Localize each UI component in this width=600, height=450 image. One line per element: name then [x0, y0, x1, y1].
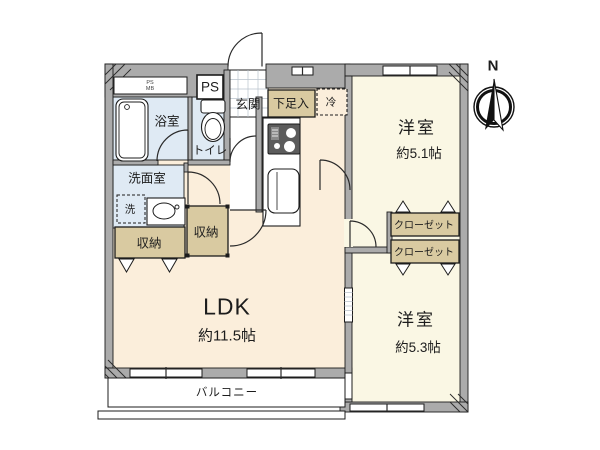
bathtub-icon	[115, 98, 149, 162]
storage-wall-corner-tabs	[185, 204, 230, 258]
balcony-railing	[97, 410, 346, 420]
ps-mb-shaft-box	[113, 76, 188, 95]
toilet-icon	[200, 99, 226, 143]
closet-lower-box	[390, 239, 460, 264]
balcony-area	[107, 377, 346, 408]
storage-hall-box	[114, 226, 186, 259]
ps-box	[196, 74, 224, 100]
folding-door-marks	[118, 200, 456, 276]
wall-hatching	[104, 63, 469, 413]
kitchen-counter	[262, 117, 301, 227]
compass-icon	[473, 78, 515, 132]
refrigerator-box	[316, 88, 348, 116]
bedroom1-door-opening	[344, 219, 353, 247]
bedrooms-floor	[345, 70, 460, 406]
storage-wall-box	[186, 205, 229, 257]
sliding-door	[344, 287, 353, 323]
washbasin-icon	[146, 197, 186, 226]
shoe-storage-box	[267, 89, 316, 118]
hallway-floor	[230, 117, 256, 210]
door-arcs	[156, 32, 377, 248]
windows	[129, 65, 438, 412]
closet-upper-box	[390, 212, 460, 237]
washing-machine-box	[116, 194, 146, 224]
sink-icon	[267, 168, 300, 214]
